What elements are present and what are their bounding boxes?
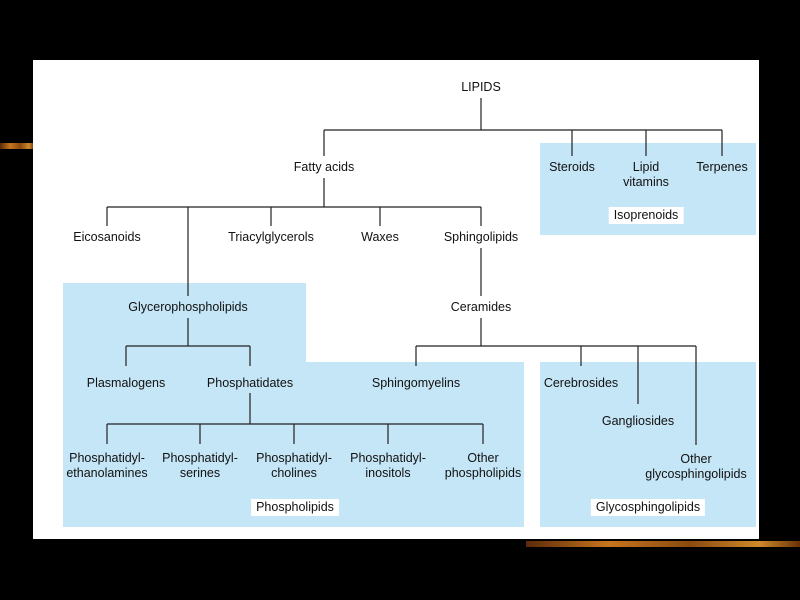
node-phosphatidates: Phosphatidates	[206, 376, 294, 390]
node-sphingomyelins: Sphingomyelins	[371, 376, 461, 390]
node-waxes: Waxes	[361, 230, 399, 244]
node-triacylglycerols: Triacylglycerols	[228, 230, 314, 244]
node-terpenes: Terpenes	[696, 160, 748, 174]
node-plasmalogens: Plasmalogens	[86, 376, 166, 390]
node-ceramides: Ceramides	[450, 300, 512, 314]
node-lipid-vitamins: Lipid vitamins	[623, 160, 669, 189]
node-fatty-acids: Fatty acids	[293, 160, 355, 174]
node-eicosanoids: Eicosanoids	[73, 230, 141, 244]
group-label-glycosphingolipids: Glycosphingolipids	[590, 499, 706, 516]
node-gangliosides: Gangliosides	[601, 414, 675, 428]
node-lipids: LIPIDS	[461, 80, 501, 94]
node-phosphatidyl-ethanolamines: Phosphatidyl- ethanolamines	[66, 451, 148, 480]
node-other-glycosphingolipids: Other glycosphingolipids	[645, 452, 747, 481]
node-steroids: Steroids	[549, 160, 595, 174]
connector-lines	[106, 98, 723, 445]
node-phosphatidyl-serines: Phosphatidyl- serines	[162, 451, 238, 480]
group-label-phospholipids: Phospholipids	[251, 499, 339, 516]
decorative-stripe-left	[0, 143, 34, 149]
group-label-isoprenoids: Isoprenoids	[608, 207, 684, 224]
lipid-classification-diagram: LIPIDS Fatty acids Steroids Lipid vitami…	[33, 60, 759, 539]
node-cerebrosides: Cerebrosides	[543, 376, 619, 390]
node-phosphatidyl-inositols: Phosphatidyl- inositols	[350, 451, 426, 480]
phospholipids-region	[63, 283, 524, 527]
node-other-phospholipids: Other phospholipids	[444, 451, 522, 480]
node-phosphatidyl-cholines: Phosphatidyl- cholines	[256, 451, 332, 480]
decorative-stripe-right	[526, 541, 800, 547]
node-glycerophospholipids: Glycerophospholipids	[128, 300, 248, 314]
node-sphingolipids: Sphingolipids	[443, 230, 519, 244]
